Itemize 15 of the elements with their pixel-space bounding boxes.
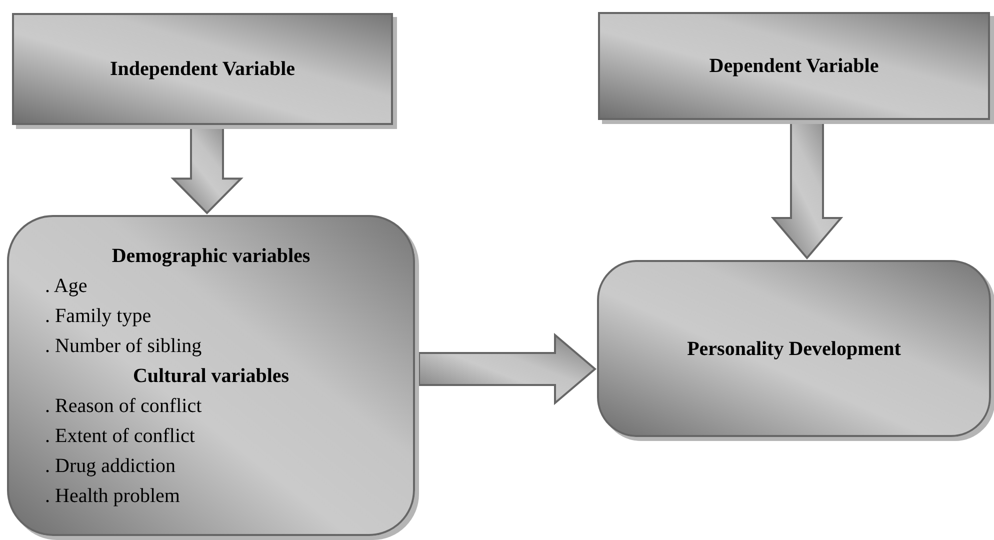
list-item: . Extent of conflict (44, 424, 196, 448)
list-item: . Age (44, 274, 88, 298)
list-item: . Reason of conflict (44, 394, 203, 418)
block-arrow (418, 332, 597, 406)
box-heading: Dependent Variable (708, 54, 880, 79)
list-item: . Number of sibling (44, 334, 203, 358)
block-arrow (170, 126, 244, 214)
box-heading: Personality Development (686, 336, 902, 362)
list-item: . Family type (44, 304, 152, 328)
box-heading: Independent Variable (108, 57, 296, 82)
list-item: . Health problem (44, 484, 181, 508)
box-heading: Cultural variables (132, 364, 290, 388)
block-arrow (770, 121, 844, 260)
box-heading: Demographic variables (110, 244, 312, 268)
list-item: . Drug addiction (44, 454, 177, 478)
